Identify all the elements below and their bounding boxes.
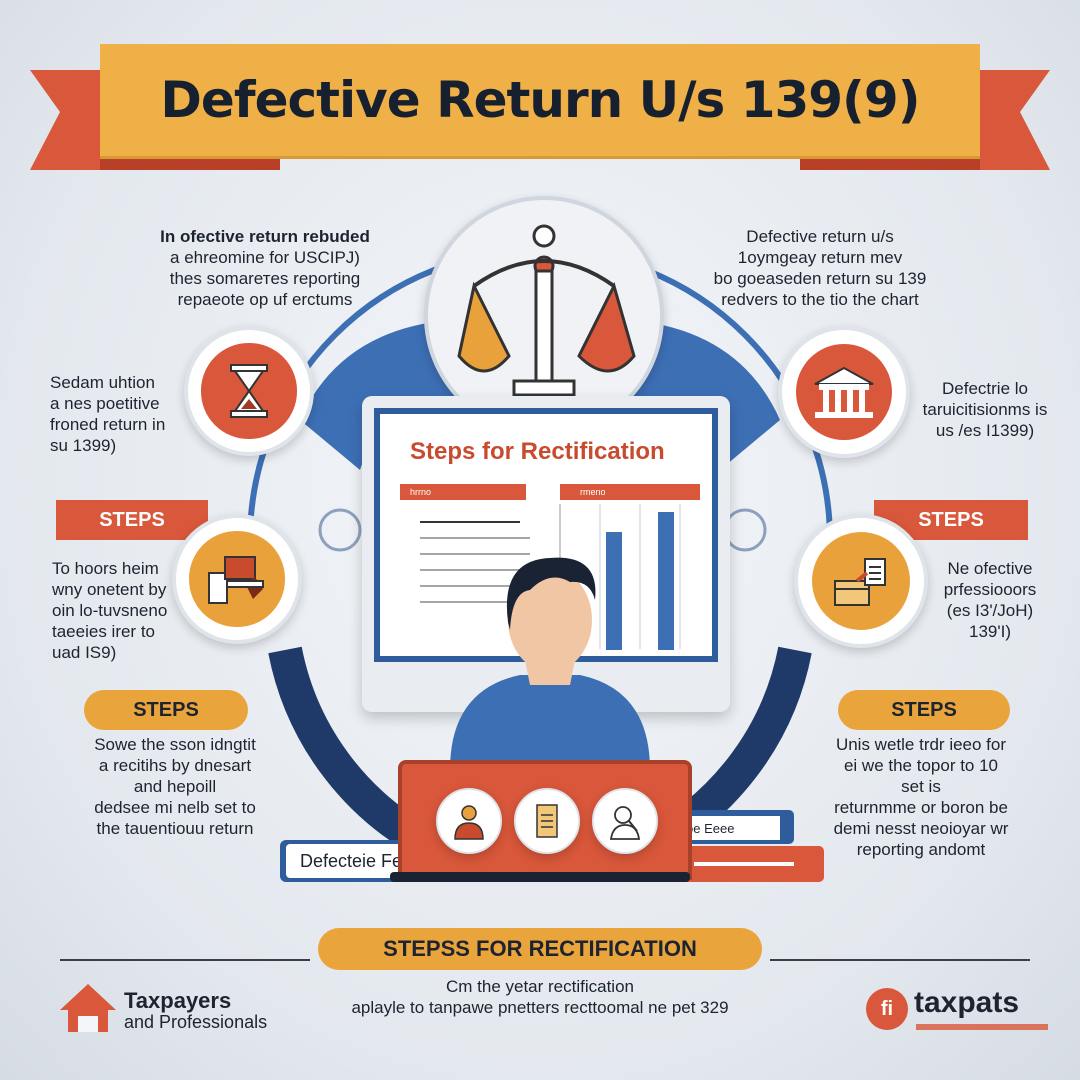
- page-title: Defective Return U/s 139(9): [160, 71, 920, 129]
- text-line: Cm the yetar rectification: [445, 977, 634, 996]
- text-line: Sowe the sson idngtit: [94, 735, 256, 754]
- house-logo-icon: [60, 984, 116, 1032]
- screen-title: Steps for Rectification: [410, 438, 665, 465]
- steps-right-text-1: Ne ofective prfessiooors (es I3'/JoH) 13…: [920, 558, 1060, 642]
- screen-content: [420, 504, 681, 650]
- courthouse-circle: [778, 326, 910, 458]
- text-line: a nes poetitive: [50, 394, 160, 413]
- clipboard-icon: [833, 557, 886, 606]
- text-line: bo goeaseden return su 139: [713, 269, 927, 288]
- logo-right-tagline-bar: [916, 1024, 1048, 1030]
- steps-badge-right-2: STEPS: [838, 690, 1010, 730]
- tab-label: hrrno: [410, 487, 432, 497]
- text-line: the tauentiouu return: [96, 819, 254, 838]
- steps-left-text-1: To hoors heim wny onetent by oin lo-tuvs…: [52, 558, 172, 663]
- laptop: [398, 760, 692, 880]
- text-line: su 1399): [50, 436, 117, 455]
- text-line: reporting andomt: [856, 840, 986, 859]
- desk-tag-label: oe Eeee: [686, 820, 735, 836]
- text-line: redvers to the tio the chart: [721, 290, 919, 309]
- text-line: To hoors heim: [52, 559, 159, 578]
- text-line: wny onetent by: [52, 580, 167, 599]
- text-line: repaeote op uf erctums: [177, 290, 353, 309]
- top-right-text: Defective return u/s 1oymgeay return mev…: [690, 226, 950, 310]
- desk-surface: [390, 872, 690, 882]
- steps-badge-left-2: STEPS: [84, 690, 248, 730]
- desk-tag-right: oe Eeee: [680, 816, 780, 840]
- text-line: a ehreomine for USCIPJ): [170, 248, 360, 267]
- steps-right-text-2: Unis wetle trdr ieeo for ei we the topor…: [806, 734, 1036, 860]
- scale-icon: [457, 224, 636, 397]
- title-banner: Defective Return U/s 139(9): [100, 44, 980, 156]
- text-line: Ne ofective: [947, 559, 1033, 578]
- professional-icon: [454, 805, 484, 840]
- logo-right-name: taxpats: [914, 986, 1020, 1019]
- text-line: (es I3'/JoH): [946, 601, 1034, 620]
- text-line: a recitihs by dnesart: [98, 756, 252, 775]
- steps-label: STEPS: [891, 698, 957, 721]
- file-icon: [536, 804, 558, 838]
- text-line: 139'I): [969, 622, 1011, 641]
- desk-tag-label: Defecteie Fe: [300, 850, 403, 871]
- bottom-text: Cm the yetar rectification aplayle to ta…: [300, 976, 780, 1018]
- clipboard-circle: [794, 514, 928, 648]
- steps-label: STEPS: [133, 698, 199, 721]
- text-line: and hepoill: [133, 777, 217, 796]
- desk-tag-left: Defecteie Fe: [286, 844, 406, 878]
- steps-label: STEPS: [918, 508, 984, 531]
- screen-tab-1: hrrno: [400, 484, 526, 500]
- logo-left: Taxpayers and Professionals: [56, 980, 316, 1040]
- text-line: thes somarетes reporting: [169, 269, 361, 288]
- documents-circle: [172, 514, 302, 644]
- tab-label: rmeno: [580, 487, 606, 497]
- text-line: In ofective return rebuded: [160, 227, 370, 246]
- documents-icon: [208, 556, 264, 604]
- steps-badge-left: STEPS: [56, 500, 208, 540]
- text-line: us /es I1399): [935, 421, 1035, 440]
- screen-tab-2: rmeno: [560, 484, 700, 500]
- text-line: Defectrie lo: [942, 379, 1028, 398]
- hourglass-icon: [230, 364, 268, 418]
- steps-label: STEPS: [99, 508, 165, 531]
- bottom-title-pill: STEPSS FOR RECTIFICATION: [318, 928, 762, 970]
- text-line: uad IS9): [52, 643, 117, 662]
- bottom-title: STEPSS FOR RECTIFICATION: [383, 936, 697, 961]
- text-line: Unis wetle trdr ieeo for: [835, 735, 1007, 754]
- laptop-icon-1: [436, 788, 502, 854]
- text-line: froned return in: [50, 415, 166, 434]
- inspector-icon: [609, 806, 641, 840]
- text-line: taeeies irer to: [52, 622, 155, 641]
- hourglass-circle: [184, 326, 314, 456]
- text-line: aplayle to tanpawe pnetters recttoomal n…: [351, 998, 729, 1017]
- text-line: returnmme or boron be: [834, 798, 1008, 817]
- text-line: taruicitisionms is: [922, 400, 1048, 419]
- courthouse-icon: [814, 366, 874, 418]
- laptop-icon-2: [514, 788, 580, 854]
- text-line: dedsee mi nelb set to: [94, 798, 256, 817]
- laptop-icon-3: [592, 788, 658, 854]
- logo-right: fi taxpats: [866, 984, 1066, 1044]
- taxpats-logo-icon: fi: [866, 988, 908, 1030]
- text-line: demi nesst neoioyar wr: [833, 819, 1009, 838]
- mid-right-text: Defectrie lo taruicitisionms is us /es I…: [910, 378, 1060, 441]
- text-line: set is: [901, 777, 941, 796]
- text-line: Sedam uhtion: [50, 373, 155, 392]
- text-line: prfessiooors: [943, 580, 1037, 599]
- person-illustration: [450, 557, 650, 770]
- text-line: oin lo-tuvsnenо: [52, 601, 168, 620]
- logo-left-name: Taxpayers: [124, 988, 232, 1013]
- text-line: ei we the topor to 10: [843, 756, 999, 775]
- logo-left-sub: and Professionals: [124, 1012, 268, 1032]
- mid-left-text: Sedam uhtion a nes poetitive froned retu…: [50, 372, 210, 456]
- steps-left-text-2: Sowe the sson idngtit a recitihs by dnes…: [70, 734, 280, 839]
- top-left-text: In ofective return rebuded a ehreomine f…: [140, 226, 390, 310]
- text-line: Defective return u/s: [746, 227, 894, 246]
- logo-mark: fi: [880, 997, 894, 1020]
- text-line: 1oymgeay return mev: [737, 248, 903, 267]
